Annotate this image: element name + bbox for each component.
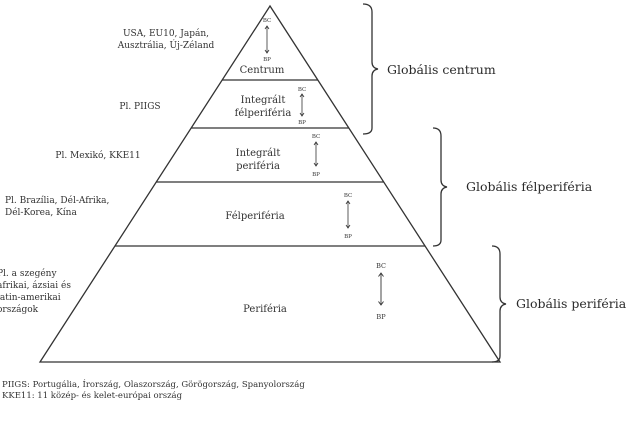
marker-periferia: BC BP (376, 262, 386, 321)
marker-centrum: BC BP (263, 18, 271, 63)
svg-text:BP: BP (344, 234, 352, 240)
level-integralt-felperiferia-line1: Integrált (241, 95, 286, 106)
marker-felperiferia: BC BP (344, 193, 352, 240)
level-centrum: Centrum (240, 65, 285, 76)
bracket-felperiferia (432, 127, 448, 247)
group-periferia: Globális periféria (516, 296, 627, 311)
level-periferia: Periféria (243, 304, 287, 315)
examples-integralt-felperiferia: Pl. PIIGS (119, 102, 160, 112)
svg-text:BC: BC (263, 18, 271, 24)
level-integralt-periferia-line2: periféria (236, 161, 280, 172)
legend-piigs: PIIGS: Portugália, Írország, Olaszország… (2, 380, 305, 390)
pyramid-outline (38, 4, 502, 363)
svg-text:BP: BP (312, 172, 320, 178)
examples-periferia-line4: országok (0, 304, 39, 315)
examples-felperiferia-line2: Dél-Korea, Kína (5, 207, 77, 218)
legend-kke11: KKE11: 11 közép- és kelet-európai ország (2, 390, 183, 401)
examples-periferia-line3: latin-amerikai (0, 293, 61, 303)
svg-text:BP: BP (376, 313, 386, 321)
bracket-periferia (491, 245, 507, 363)
svg-text:BC: BC (344, 193, 352, 199)
group-felperiferia: Globális félperiféria (466, 179, 593, 194)
examples-felperiferia-line1: Pl. Brazília, Dél-Afrika, (5, 195, 109, 206)
svg-text:BC: BC (376, 262, 386, 270)
level-integralt-felperiferia-line2: félperiféria (235, 108, 292, 119)
examples-centrum-line1: USA, EU10, Japán, (123, 28, 209, 39)
level-felperiferia: Félperiféria (225, 211, 284, 222)
marker-integralt-felperiferia: BC BP (298, 87, 306, 126)
marker-integralt-periferia: BC BP (312, 134, 320, 178)
group-centrum: Globális centrum (387, 62, 496, 77)
examples-integralt-periferia: Pl. Mexikó, KKE11 (55, 150, 140, 161)
svg-text:BC: BC (312, 134, 320, 140)
svg-text:BC: BC (298, 87, 306, 93)
level-integralt-periferia-line1: Integrált (236, 148, 281, 159)
svg-text:BP: BP (263, 57, 271, 63)
examples-centrum-line2: Ausztrália, Új-Zéland (117, 39, 215, 51)
svg-text:BP: BP (298, 120, 306, 126)
examples-periferia-line1: Pl. a szegény (0, 268, 57, 279)
examples-periferia-line2: afrikai, ázsiai és (0, 280, 71, 291)
bracket-centrum (362, 3, 379, 135)
legend: PIIGS: Portugália, Írország, Olaszország… (2, 380, 562, 401)
